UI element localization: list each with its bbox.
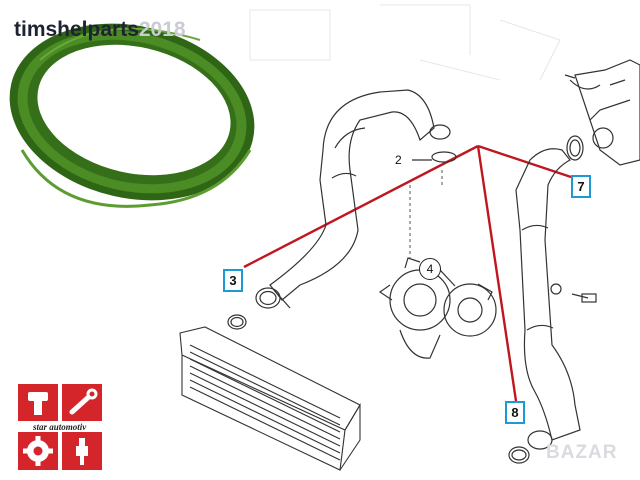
spark-plug-icon	[76, 438, 88, 465]
intake-manifold	[564, 59, 640, 166]
wrench-icon	[69, 388, 98, 415]
piston-icon	[28, 392, 48, 415]
callout-8: 8	[505, 401, 525, 424]
oring-small-left	[227, 314, 247, 330]
clamp-3	[255, 287, 281, 309]
gear-icon	[23, 436, 53, 466]
logo-caption: star automotiv	[33, 422, 87, 432]
turbocharger	[378, 257, 497, 359]
watermark: timshelparts2018	[14, 18, 186, 42]
callout-7: 7	[571, 175, 591, 198]
oring-2	[412, 151, 457, 163]
hose-left-upper	[269, 89, 451, 309]
watermark-year: 2018	[138, 18, 186, 41]
intercooler	[179, 326, 361, 471]
watermark-text: timshelparts	[14, 18, 139, 41]
hose-right	[515, 148, 597, 450]
callout-2: 2	[395, 153, 402, 167]
star-automotiv-logo	[18, 384, 102, 470]
oring-7	[566, 135, 584, 161]
callout-3: 3	[223, 269, 243, 292]
callout-4: 4	[419, 258, 441, 280]
brand-watermark: BAZAR	[546, 442, 618, 463]
oring-8	[508, 446, 530, 464]
guide-lines	[409, 170, 443, 258]
green-seal-ring	[9, 23, 255, 208]
